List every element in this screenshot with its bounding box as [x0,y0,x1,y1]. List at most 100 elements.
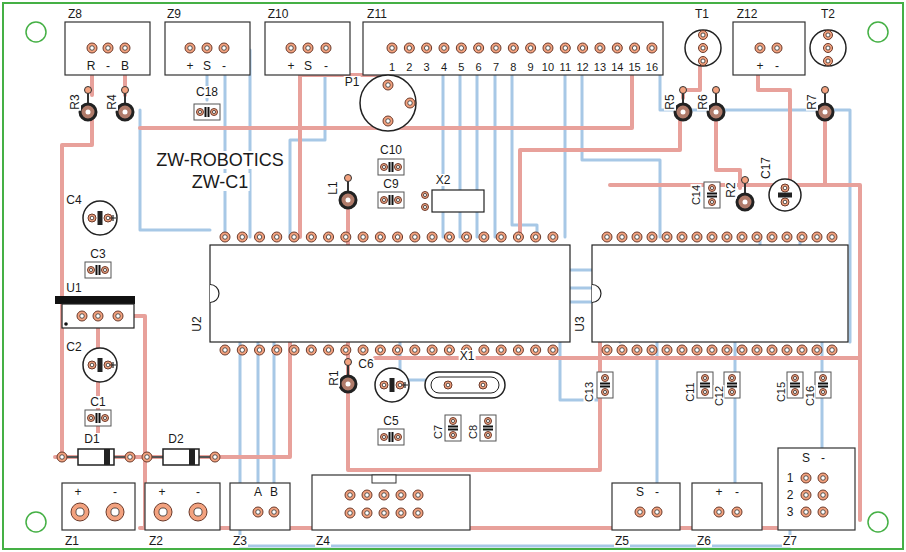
solder-pad [125,452,135,462]
drill-hole [395,348,400,353]
silkscreen-label: U1 [65,282,82,294]
drill-hole [701,33,705,37]
board-title: ZW-C1 [191,173,250,191]
mounting-hole [26,512,46,532]
solder-pad [560,43,570,53]
solder-pad [77,311,87,321]
silkscreen-label: - [323,60,329,72]
solder-pad [375,232,385,242]
transistor-outline [810,30,846,66]
capacitor-symbol [704,182,720,208]
silkscreen-label: C11 [685,381,696,402]
drill-hole [223,235,228,240]
silkscreen-label: C16 [805,385,816,407]
solder-pad [383,80,393,90]
drill-hole [240,348,245,353]
solder-pad [321,43,331,53]
drill-hole [725,235,730,240]
copper-trace [716,115,740,188]
drill-hole [123,110,128,115]
capacitor-symbol [378,192,404,208]
ic-outline [210,245,570,342]
solder-pad [752,345,762,355]
drill-hole [442,46,447,51]
capacitor-symbol [597,372,613,398]
drill-hole [390,46,395,51]
solder-pad [219,43,229,53]
solder-pad [375,345,385,355]
drill-hole [60,455,65,460]
silkscreen-label: 2 [405,62,413,73]
drill-hole [103,416,106,419]
drill-hole [551,235,556,240]
drill-hole [620,348,625,353]
capacitor-symbol [724,372,740,398]
solder-pad [272,232,282,242]
copper-trace [582,48,660,237]
solder-pad [422,204,429,211]
drill-hole [605,235,610,240]
resistor-symbol [80,104,96,120]
silkscreen-label: X1 [459,350,476,362]
silkscreen-label: U2 [191,315,203,332]
solder-pad [381,434,388,441]
drill-hole [650,235,655,240]
drill-hole [86,110,91,115]
solder-pad [237,232,247,242]
solder-pad [824,57,833,66]
drill-hole [399,511,404,516]
drill-hole [240,235,245,240]
silkscreen-label: R [86,60,97,72]
solder-pad [630,43,640,53]
silkscreen-label: X2 [435,174,452,186]
drill-hole [361,348,366,353]
drill-hole [292,235,297,240]
silkscreen-label: Z3 [232,535,248,547]
silkscreen-label: 13 [593,62,607,73]
silkscreen-label: Z10 [267,8,290,20]
silkscreen-label: R1 [328,369,340,386]
solder-pad [211,109,218,116]
drill-hole [793,376,796,379]
silkscreen-label: Z5 [614,535,630,547]
drill-hole [396,198,399,201]
solder-pad [595,43,605,53]
resistor-symbol [737,194,753,210]
solder-pad [513,232,523,242]
silkscreen-label: 16 [645,62,659,73]
solder-pad [479,345,489,355]
solder-pad [602,232,612,242]
capacitor-plate [99,265,101,275]
solder-pad [341,232,351,242]
silkscreen-label: 7 [492,62,500,73]
drill-hole [598,46,603,51]
capacitor-plate [389,162,391,172]
drill-hole [447,348,452,353]
solder-pad [797,232,807,242]
silkscreen-label: - [221,60,227,72]
capacitor-plate [96,265,98,275]
solder-pad [289,232,299,242]
drill-hole [821,476,826,481]
solder-pad [102,267,109,274]
ic-notch [210,285,219,303]
solder-pad [358,232,368,242]
solder-pad [185,43,195,53]
drill-hole [80,314,85,319]
drill-hole [476,46,481,51]
ic-outline [592,245,848,342]
solder-pad [450,418,457,425]
drill-hole [386,83,391,88]
drill-hole [580,46,585,51]
solder-pad [737,345,747,355]
drill-hole [710,235,715,240]
drill-hole [680,235,685,240]
solder-pad [479,232,489,242]
solder-pad [612,43,622,53]
solder-pad [306,345,316,355]
capacitor-symbol [378,159,404,175]
silkscreen-label: Z9 [166,8,182,20]
silkscreen-label: C7 [433,424,444,440]
solder-pad [88,361,96,369]
